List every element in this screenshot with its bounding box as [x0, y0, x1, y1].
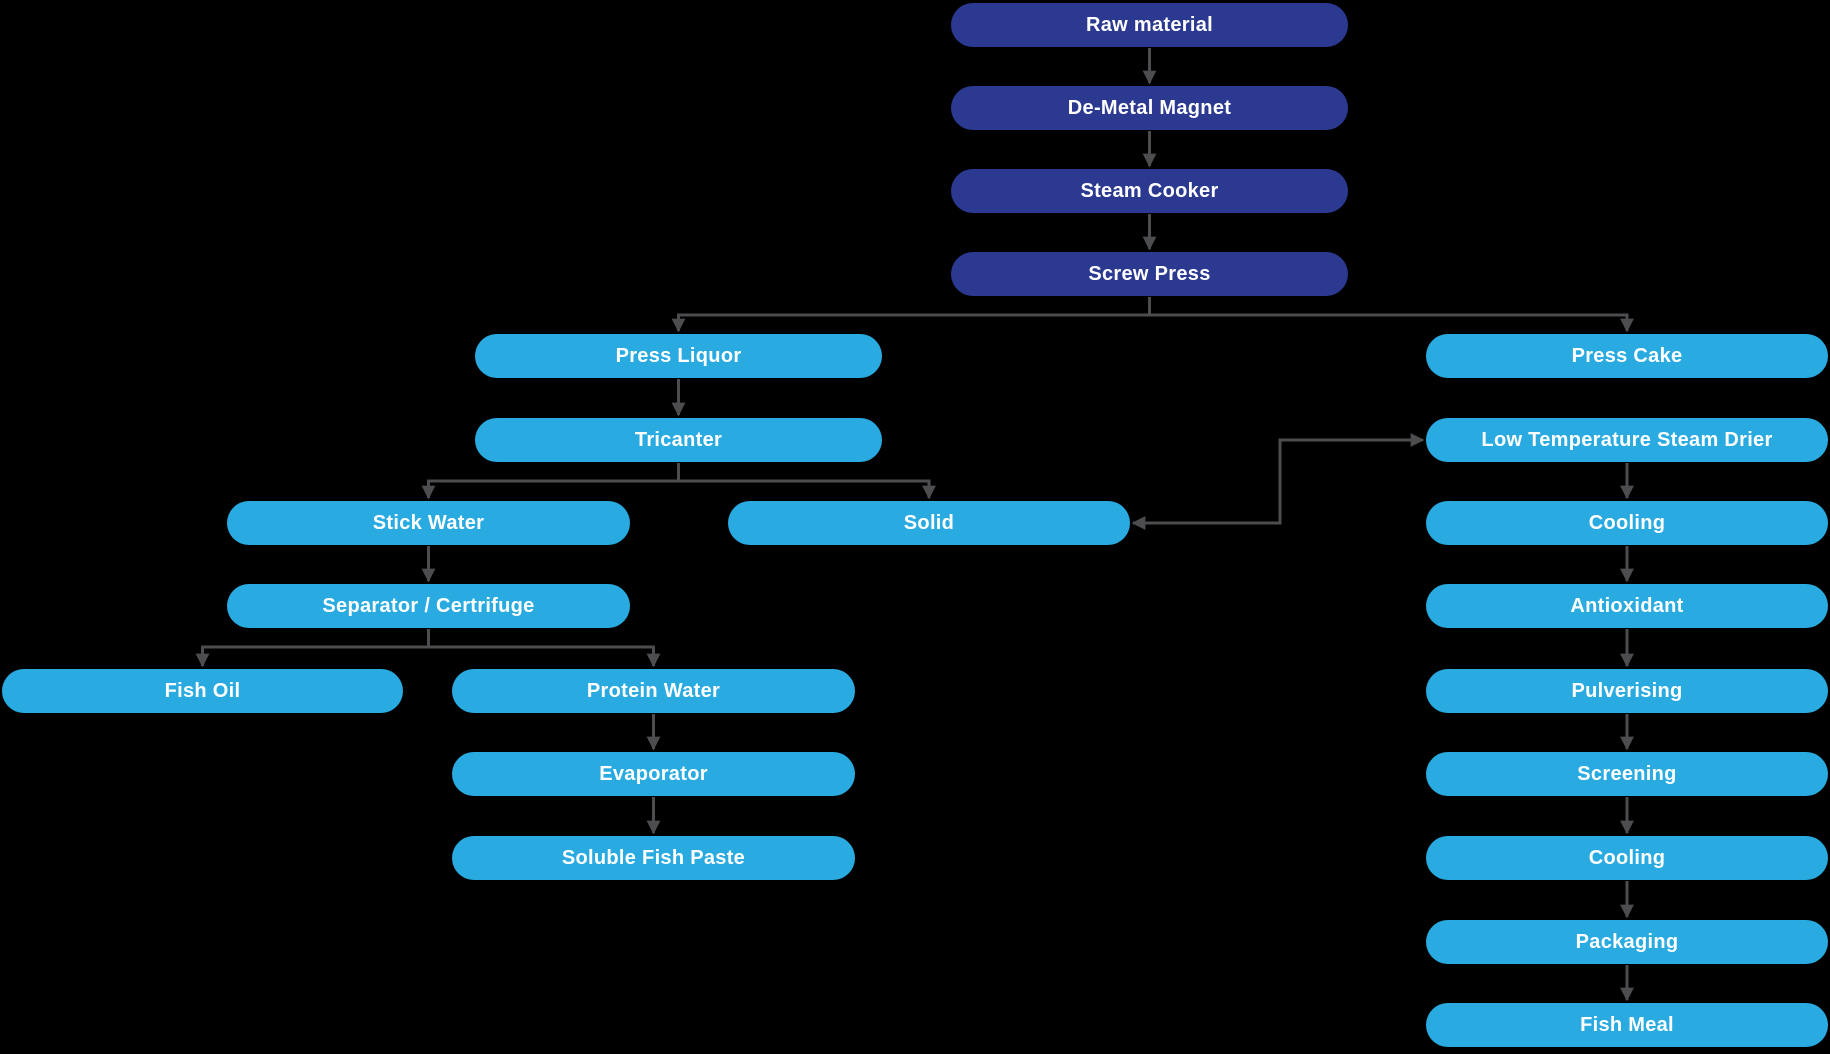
node-protein-water: Protein Water [452, 669, 855, 713]
node-press-cake: Press Cake [1426, 334, 1828, 378]
node-de-metal-magnet: De-Metal Magnet [951, 86, 1348, 130]
edge-screw-press-to-press-liquor [671, 297, 1151, 333]
node-stick-water: Stick Water [227, 501, 630, 545]
node-soluble-fish-paste: Soluble Fish Paste [452, 836, 855, 880]
node-steam-cooker: Steam Cooker [951, 169, 1348, 213]
edge-separator-to-fish-oil [195, 629, 430, 668]
node-raw-material: Raw material [951, 3, 1348, 47]
node-press-liquor: Press Liquor [475, 334, 882, 378]
node-evaporator: Evaporator [452, 752, 855, 796]
edge-separator-to-protein-water [427, 629, 661, 668]
node-screening: Screening [1426, 752, 1828, 796]
node-solid: Solid [728, 501, 1130, 545]
node-fish-meal: Fish Meal [1426, 1003, 1828, 1047]
node-packaging: Packaging [1426, 920, 1828, 964]
edge-tricanter-to-stick-water [421, 463, 680, 500]
node-tricanter: Tricanter [475, 418, 882, 462]
node-antioxidant: Antioxidant [1426, 584, 1828, 628]
node-fish-oil: Fish Oil [2, 669, 403, 713]
edge-solid-to-lt-steam-drier [1131, 433, 1425, 530]
edge-screw-press-to-press-cake [1148, 297, 1634, 333]
node-separator: Separator / Certrifuge [227, 584, 630, 628]
node-lt-steam-drier: Low Temperature Steam Drier [1426, 418, 1828, 462]
node-cooling-1: Cooling [1426, 501, 1828, 545]
node-pulverising: Pulverising [1426, 669, 1828, 713]
node-cooling-2: Cooling [1426, 836, 1828, 880]
node-screw-press: Screw Press [951, 252, 1348, 296]
edge-tricanter-to-solid [677, 463, 936, 500]
